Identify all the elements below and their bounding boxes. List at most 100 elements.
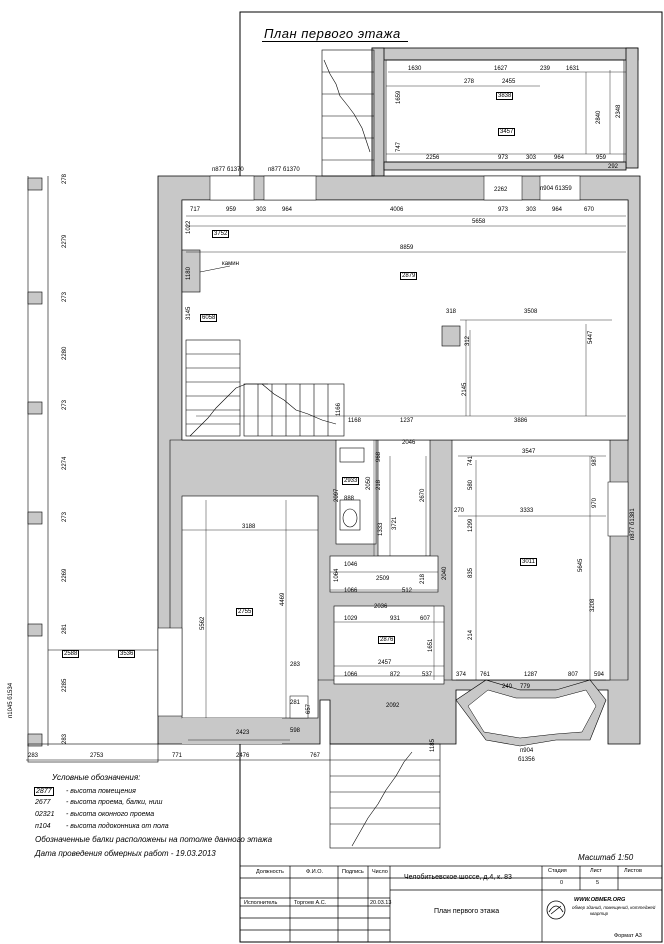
dimension-label: 964 — [282, 207, 293, 213]
legend-text: - высота проема, балки, ниш — [66, 799, 163, 806]
dimension-label: 3721 — [392, 516, 398, 530]
dimension-label: 283 — [62, 733, 68, 744]
dimension-label: 607 — [420, 616, 431, 622]
dimension-label: 970 — [592, 497, 598, 508]
tb-header: Ф.И.О. — [306, 869, 323, 875]
dimension-label: 2457 — [378, 660, 392, 666]
dimension-label: 2840 — [596, 110, 602, 124]
dimension-label: 598 — [290, 728, 301, 734]
dimension-label: 273 — [62, 399, 68, 410]
dimension-label: 741 — [468, 455, 474, 466]
dimension-label: 964 — [552, 207, 563, 213]
dimension-label: 2455 — [502, 79, 516, 85]
dimension-label: 270 — [454, 508, 465, 514]
room-height-label: 6058 — [200, 314, 218, 322]
dimension-label: 2423 — [236, 730, 250, 736]
dimension-label: 5645 — [578, 558, 584, 572]
fireplace-label: камин — [222, 261, 239, 267]
dimension-label: 1299 — [468, 518, 474, 532]
tb-company-line: обмер зданий, помещений, коттеджей — [572, 905, 656, 910]
dimension-label: 1185 — [430, 739, 436, 752]
dimension-label: 303 — [526, 207, 537, 213]
dimension-label: 3333 — [520, 508, 534, 514]
dimension-label: 2670 — [420, 488, 426, 502]
dimension-label: 761 — [480, 672, 491, 678]
dimension-label: 717 — [190, 207, 201, 213]
dimension-label: 1029 — [344, 616, 358, 622]
dimension-label: 1066 — [344, 672, 358, 678]
room-height-label: 2876 — [378, 636, 396, 644]
dimension-label: 1287 — [524, 672, 538, 678]
dimension-label: 1237 — [400, 418, 414, 424]
dimension-label: 3508 — [524, 309, 538, 315]
opening-label: п1045 б1534 — [8, 682, 14, 718]
dimension-label: 1022 — [186, 220, 192, 234]
room-height-label: 3752 — [212, 230, 230, 238]
dimension-label: 931 — [390, 616, 401, 622]
drawing-title: План первого этажа — [264, 26, 401, 41]
company-logo-icon — [546, 900, 566, 920]
legend-heading: Условные обозначения: — [52, 773, 141, 782]
room-height-label: 3457 — [498, 128, 516, 136]
outer-left-dimension-chain — [26, 176, 330, 761]
dimension-label: 283 — [290, 662, 301, 668]
tb-stage-header: Листов — [624, 868, 642, 874]
dimension-label: 512 — [402, 588, 413, 594]
dimension-label: 973 — [498, 155, 509, 161]
dimension-label: 240 — [502, 684, 513, 690]
dimension-label: 214 — [468, 629, 474, 640]
legend-key: 02321 — [35, 811, 55, 818]
room-height-label: 3011 — [520, 558, 537, 566]
dimension-label: 5658 — [472, 219, 486, 225]
dimension-label: 2145 — [462, 382, 468, 396]
dimension-label: 218 — [376, 479, 382, 490]
scale-label: Масштаб 1:50 — [578, 853, 634, 862]
room-height-label: 3536 — [118, 650, 136, 658]
dimension-label: 872 — [390, 672, 401, 678]
dimension-label: 2285 — [62, 678, 68, 692]
dimension-label: 2256 — [426, 155, 440, 161]
dimension-label: 2040 — [442, 566, 448, 580]
dimension-label: 888 — [344, 496, 355, 502]
dimension-label: 218 — [420, 573, 426, 584]
room-height-label: 2755 — [236, 608, 254, 616]
room-height-label: 3838 — [496, 92, 514, 100]
dimension-label: 5562 — [200, 616, 206, 630]
dimension-label: 1627 — [494, 66, 508, 72]
tb-company-url[interactable]: WWW.OBMER.ORG — [574, 897, 626, 903]
dimension-label: 1631 — [566, 66, 580, 72]
tb-stage-value: 0 — [560, 880, 564, 886]
dimension-label: 2036 — [374, 604, 388, 610]
dimension-label: 374 — [456, 672, 467, 678]
tb-sheet-name: План первого этажа — [434, 908, 500, 915]
room-2933 — [335, 439, 377, 545]
dimension-label: 987 — [592, 455, 598, 466]
dimension-label: 1333 — [378, 522, 384, 536]
dimension-label: 2046 — [402, 440, 416, 446]
dimension-label: 670 — [584, 207, 595, 213]
dimension-label: 2274 — [62, 456, 68, 470]
dimension-label: 3145 — [186, 306, 192, 320]
dimension-label: 2753 — [90, 753, 104, 759]
dimension-label: 594 — [594, 672, 605, 678]
tb-executor-date: 20.03.13 — [370, 900, 392, 906]
room-height-label: 2933 — [342, 477, 360, 485]
tb-address: Челобитьевское шоссе, д.4, к. 83 — [404, 874, 512, 881]
room-2755 — [181, 495, 319, 719]
tb-stage-value: 5 — [596, 880, 600, 886]
dimension-label: 3886 — [514, 418, 528, 424]
dimension-label: 2348 — [616, 104, 622, 118]
dimension-label: 292 — [608, 164, 619, 170]
dimension-label: 1168 — [348, 418, 361, 424]
legend-text: - высота подоконника от пола — [66, 823, 169, 830]
dimension-label: 2092 — [386, 703, 400, 709]
terrace-steps — [321, 49, 375, 177]
dimension-label: 281 — [290, 700, 301, 706]
dimension-label: 4469 — [280, 592, 286, 606]
dimension-label: 239 — [540, 66, 551, 72]
tb-executor-name: Торгоев А.С. — [294, 900, 327, 906]
dimension-label: 278 — [62, 173, 68, 184]
title-underline — [262, 41, 408, 42]
dimension-label: 1064 — [334, 568, 340, 582]
